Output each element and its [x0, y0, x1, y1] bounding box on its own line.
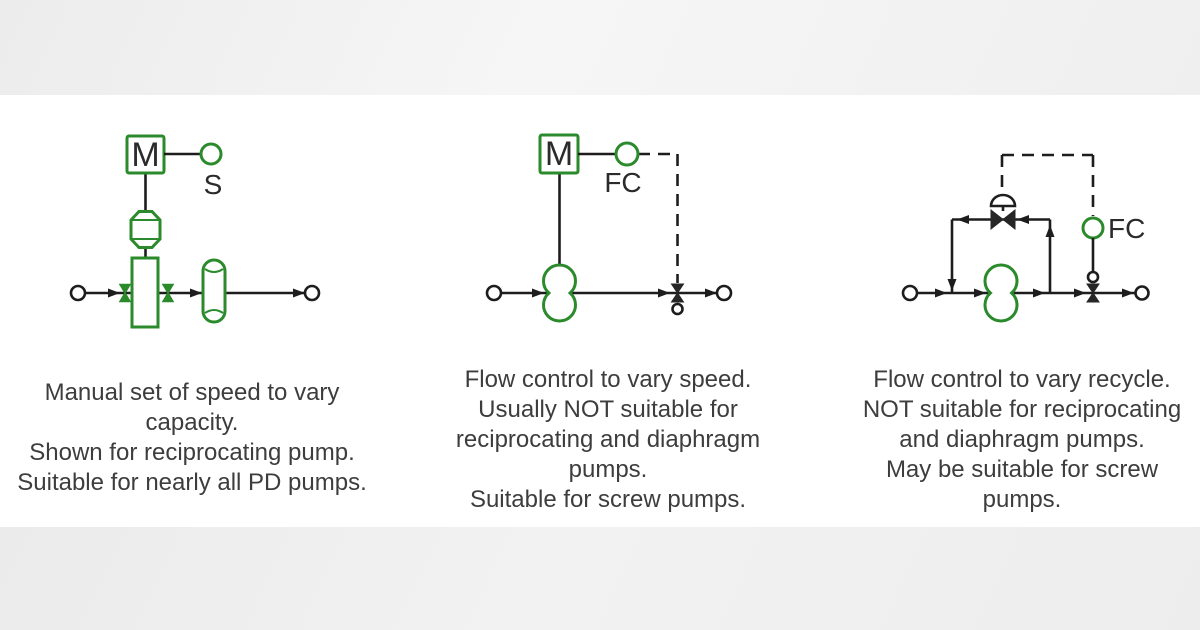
flow-element-icon	[1086, 283, 1100, 303]
pipe-inlet-node-icon	[69, 284, 87, 302]
caption-line: and diaphragm pumps.	[899, 426, 1145, 453]
diagram-flow-control-vary-recycle: FC	[901, 153, 1150, 323]
instrument-label: FC	[604, 167, 641, 198]
caption-line: Flow control to vary recycle.	[873, 366, 1171, 393]
flow-tap-node-icon	[1086, 270, 1100, 284]
flow-controller-instrument-icon	[614, 141, 640, 167]
speed-setter-instrument-icon	[199, 142, 223, 166]
flow-arrow-icon	[1122, 288, 1134, 298]
flow-arrow-icon	[532, 288, 544, 298]
flow-arrow-icon	[293, 288, 305, 298]
flow-arrow-icon	[1074, 288, 1086, 298]
rotary-pd-pump-icon	[983, 263, 1019, 323]
flow-tap-node-icon	[671, 302, 684, 316]
caption-line: NOT suitable for reciprocating	[862, 396, 1182, 423]
caption-line: Shown for reciprocating pump.	[29, 439, 355, 466]
caption-line: Manual set of speed to vary	[44, 379, 340, 406]
caption-flow-control-recycle: Flow control to vary recycle. NOT suitab…	[830, 365, 1200, 515]
recycle-arrow-icon	[1017, 215, 1029, 224]
caption-line: May be suitable for screw	[885, 456, 1159, 483]
pipe-outlet-node-icon	[303, 284, 321, 302]
caption-line: pumps.	[982, 486, 1062, 513]
motor-label: M	[131, 136, 159, 174]
suction-check-valve-icon	[118, 283, 132, 303]
instrument-label: S	[204, 169, 223, 200]
caption-line: Usually NOT suitable for	[478, 396, 738, 423]
pulsation-dampener-icon	[201, 258, 227, 324]
recycle-arrow-icon	[947, 279, 957, 291]
caption-line: reciprocating and diaphragm	[455, 426, 761, 453]
control-valve-icon	[1002, 208, 1016, 231]
caption-line: capacity.	[145, 409, 239, 436]
rotary-pd-pump-icon	[542, 263, 577, 323]
motor-label: M	[545, 135, 573, 173]
diagram-manual-speed-setting: M S	[69, 134, 321, 329]
discharge-check-valve-icon	[161, 283, 175, 303]
flow-arrow-icon	[108, 288, 120, 298]
recycle-arrow-icon	[1045, 225, 1055, 237]
instrument-label: FC	[1108, 213, 1145, 244]
top-gradient-band	[0, 0, 1200, 95]
diagram-flow-control-vary-speed: M FC	[485, 133, 733, 323]
pipe-inlet-node-icon	[485, 284, 503, 302]
caption-line: Suitable for nearly all PD pumps.	[17, 469, 367, 496]
bottom-gradient-band	[0, 527, 1200, 630]
flow-arrow-icon	[658, 288, 670, 298]
dampener-cap-arc	[204, 268, 224, 273]
valve-actuator-dome-icon	[989, 193, 1017, 208]
flow-arrow-icon	[935, 288, 947, 298]
pipe-outlet-node-icon	[1134, 285, 1150, 301]
flow-controller-instrument-icon	[1081, 216, 1105, 240]
control-valve-icon	[990, 208, 1004, 231]
caption-manual-speed: Manual set of speed to vary capacity. Sh…	[0, 378, 384, 498]
reciprocating-pump-cylinder-icon	[130, 256, 160, 329]
caption-line: Suitable for screw pumps.	[469, 486, 747, 513]
flow-element-icon	[670, 283, 685, 303]
caption-line: pumps.	[568, 456, 648, 483]
flow-arrow-icon	[1033, 288, 1045, 298]
flow-arrow-icon	[190, 288, 202, 298]
variable-speed-drive-icon	[129, 210, 162, 249]
pipe-outlet-node-icon	[715, 284, 733, 302]
caption-flow-control-speed: Flow control to vary speed. Usually NOT …	[418, 365, 798, 515]
flow-arrow-icon	[705, 288, 717, 298]
flow-arrow-icon	[974, 288, 986, 298]
dampener-cap-arc	[204, 309, 224, 314]
pipe-inlet-node-icon	[901, 284, 919, 302]
caption-line: Flow control to vary speed.	[464, 366, 752, 393]
recycle-arrow-icon	[957, 215, 969, 224]
